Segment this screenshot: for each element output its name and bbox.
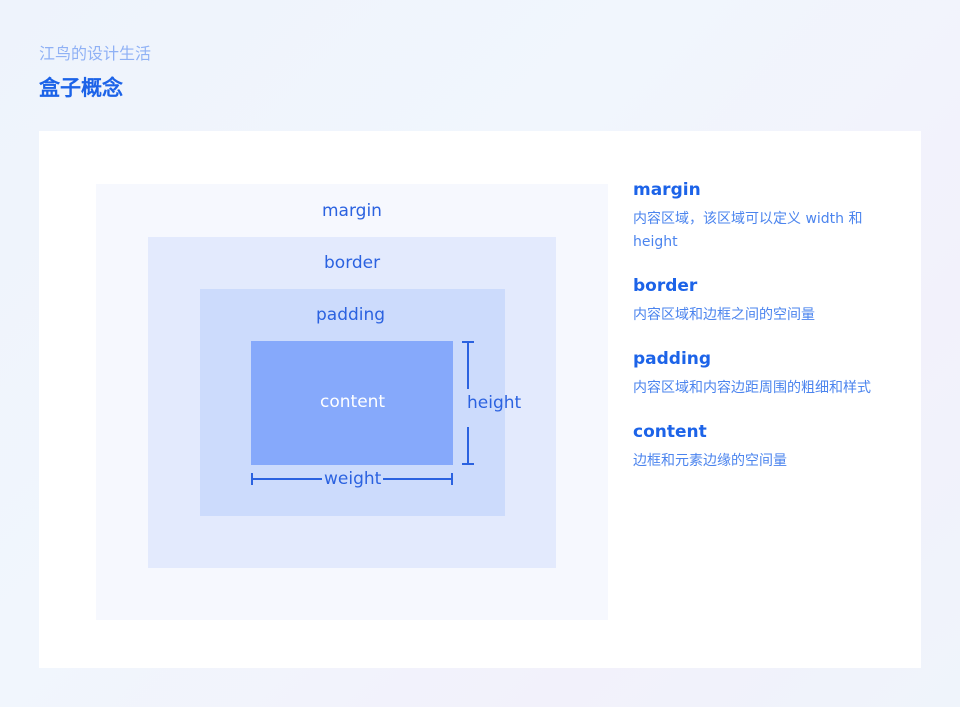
brand-name: 江鸟的设计生活 (39, 44, 152, 63)
legend-term: padding (633, 349, 712, 369)
legend-term: border (633, 276, 698, 296)
height-dimension-line (462, 341, 474, 465)
height-label: height (467, 393, 522, 413)
content-label: content (320, 392, 386, 412)
diagram-card: margin border padding content height wei… (39, 131, 921, 668)
padding-label: padding (316, 305, 386, 325)
content-area (251, 341, 453, 465)
legend-term: margin (633, 180, 701, 200)
legend-item-content: content 边框和元素边缘的空间量 (633, 422, 908, 473)
width-label: weight (322, 469, 384, 489)
legend-description: 内容区域和边框之间的空间量 (633, 307, 815, 323)
page-title: 盒子概念 (39, 76, 123, 100)
legend-item-border: border 内容区域和边框之间的空间量 (633, 276, 908, 327)
border-label: border (324, 253, 381, 273)
margin-label: margin (322, 201, 382, 221)
legend-item-padding: padding 内容区域和内容边距周围的粗细和样式 (633, 349, 908, 400)
legend: margin 内容区域，该区域可以定义 width 和 height borde… (633, 180, 908, 495)
legend-term: content (633, 422, 707, 442)
legend-description: 内容区域，该区域可以定义 width 和 height (633, 211, 863, 250)
legend-description: 边框和元素边缘的空间量 (633, 453, 787, 469)
legend-description: 内容区域和内容边距周围的粗细和样式 (633, 380, 871, 396)
legend-item-margin: margin 内容区域，该区域可以定义 width 和 height (633, 180, 908, 254)
